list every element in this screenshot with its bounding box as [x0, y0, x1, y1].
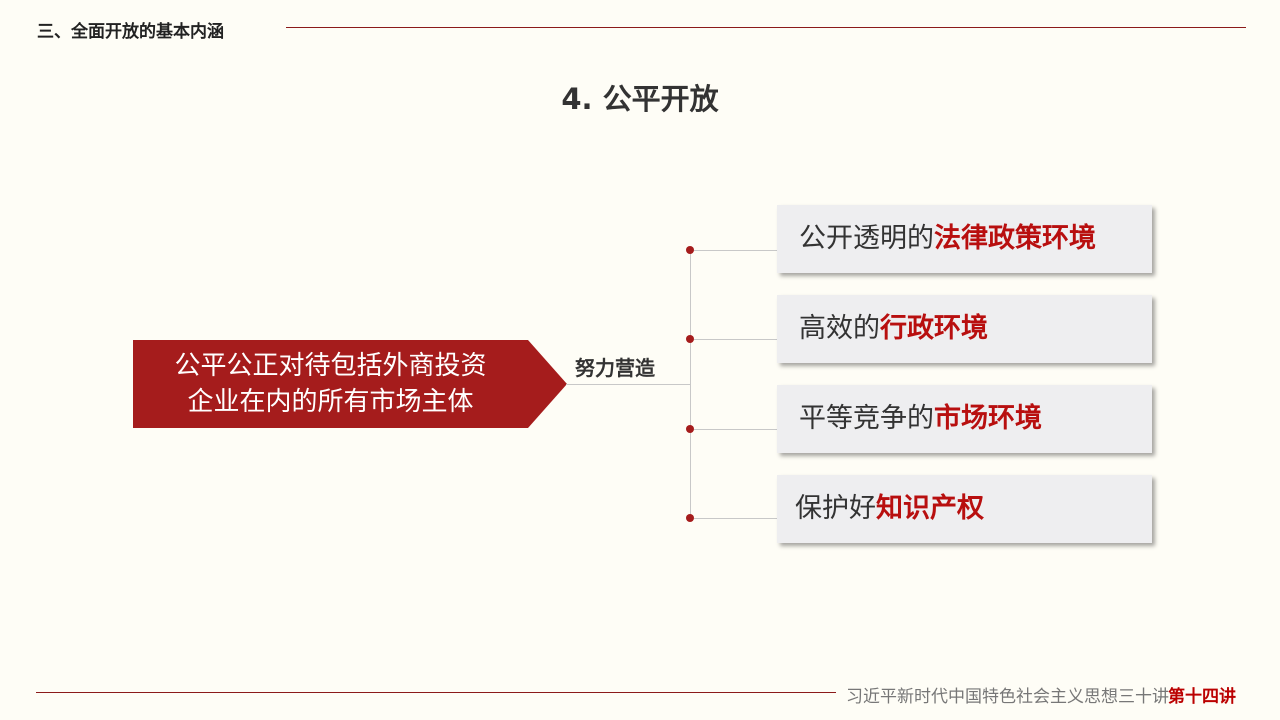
item-emph: 行政环境	[880, 313, 988, 344]
series-title: 习近平新时代中国特色社会主义思想三十讲	[846, 687, 1169, 707]
item-box: 公开透明的法律政策环境	[777, 205, 1152, 273]
item-box: 平等竞争的市场环境	[777, 385, 1152, 453]
lecture-number: 第十四讲	[1168, 687, 1236, 707]
item-plain: 平等竞争的	[799, 403, 934, 434]
branch-line	[694, 518, 777, 519]
source-line-1: 公平公正对待包括外商投资	[174, 351, 487, 381]
item-plain: 公开透明的	[799, 223, 934, 254]
bracket-line	[690, 250, 691, 518]
branch-line	[694, 339, 777, 340]
item-plain: 保护好	[795, 493, 876, 524]
connector-line	[566, 384, 690, 385]
source-line-2: 企业在内的所有市场主体	[187, 387, 474, 417]
verb-label: 努力营造	[575, 356, 655, 380]
item-emph: 法律政策环境	[934, 223, 1096, 254]
item-emph: 知识产权	[876, 493, 984, 524]
branch-line	[694, 429, 777, 430]
bullet-dot	[686, 514, 694, 522]
bullet-dot	[686, 246, 694, 254]
bullet-dot	[686, 335, 694, 343]
item-plain: 高效的	[799, 313, 880, 344]
footer-divider	[36, 692, 836, 693]
branch-line	[694, 250, 777, 251]
source-text: 公平公正对待包括外商投资 企业在内的所有市场主体	[133, 348, 528, 420]
item-box: 保护好知识产权	[777, 475, 1152, 543]
section-heading: 三、全面开放的基本内涵	[37, 22, 224, 42]
header-divider	[286, 27, 1246, 28]
item-box: 高效的行政环境	[777, 295, 1152, 363]
bullet-dot	[686, 425, 694, 433]
item-emph: 市场环境	[934, 403, 1042, 434]
slide-title: 4. 公平开放	[561, 82, 719, 116]
source-arrow-shape	[133, 340, 567, 428]
